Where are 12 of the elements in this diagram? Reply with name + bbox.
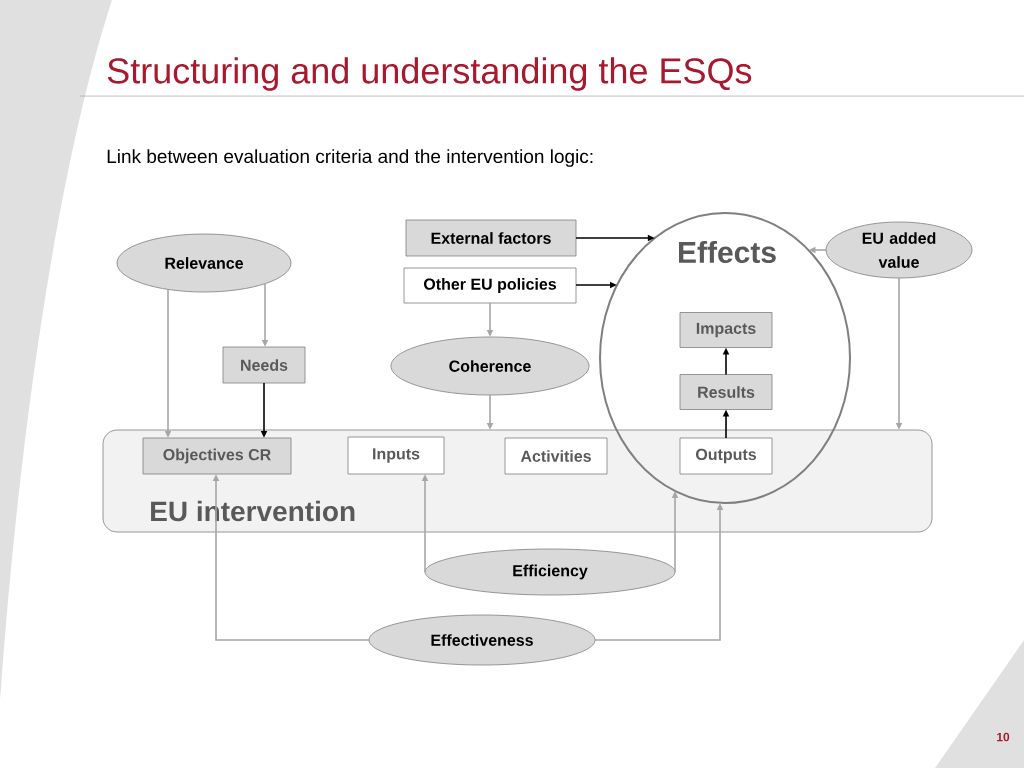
page-number: 10 <box>997 732 1010 742</box>
step-box: Objectives CR <box>142 437 292 475</box>
step-box: Needs <box>222 346 306 384</box>
step-box: Outputs <box>679 437 773 475</box>
step-box: Impacts <box>679 312 773 348</box>
factor-box: External factors <box>405 219 577 257</box>
step-box: Results <box>679 374 773 410</box>
step-box: Inputs <box>347 436 445 475</box>
slide-title: Structuring and understanding the ESQs <box>107 57 752 91</box>
step-box: Activities <box>504 437 608 475</box>
factor-box: Other EU policies <box>403 267 577 304</box>
subtitle: Link between evaluation criteria and the intervention logic: <box>107 149 593 167</box>
